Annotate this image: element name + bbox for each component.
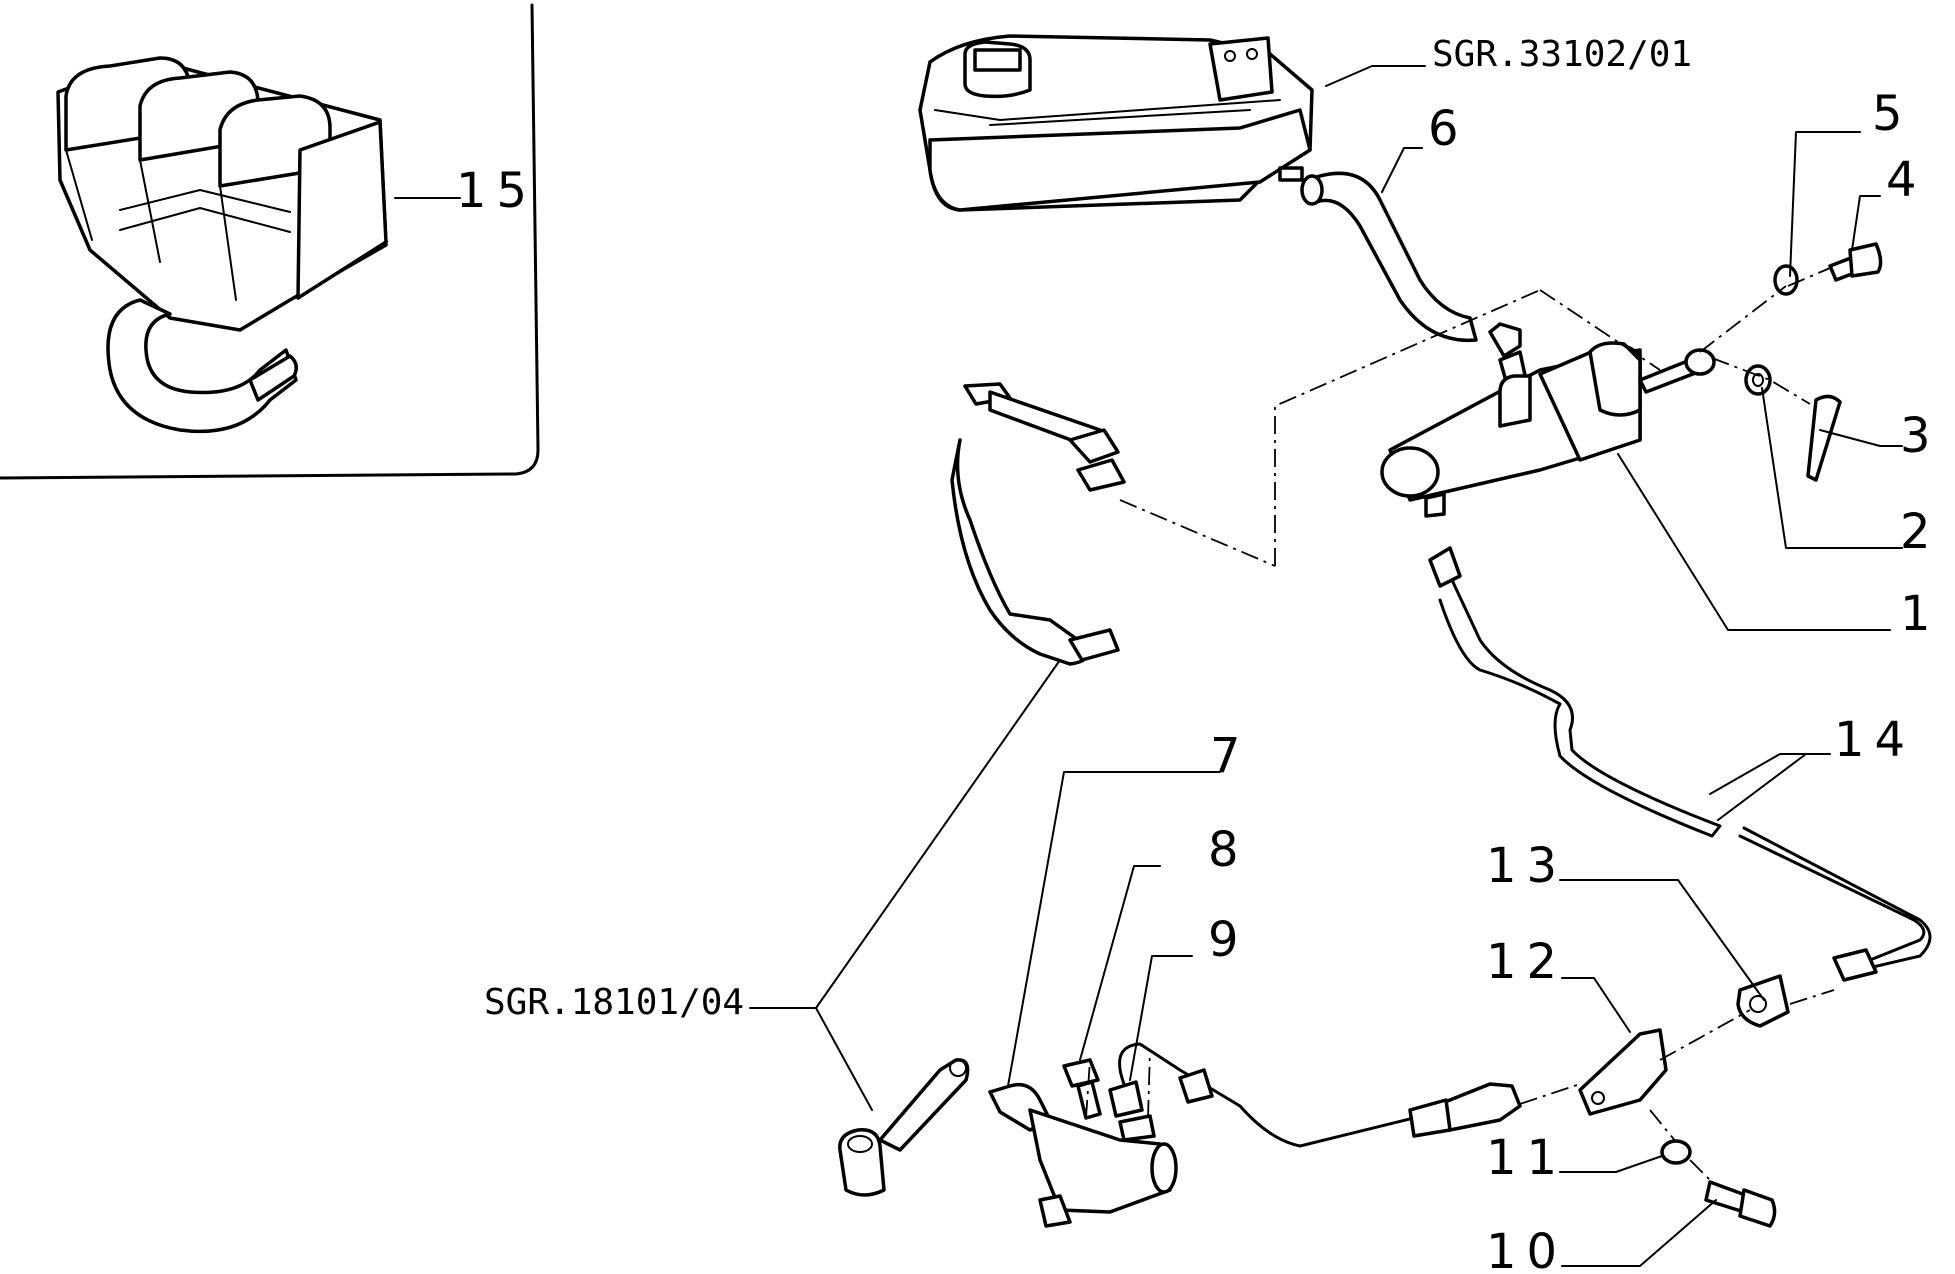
callout-14: 14: [1834, 712, 1915, 768]
part-7-slave-cylinder: [988, 1082, 1178, 1228]
callout-6: 6: [1428, 101, 1469, 157]
part-11-washer: [1660, 1139, 1692, 1165]
part-14-rigid-pipe: [1428, 546, 1932, 982]
part-6-supply-hose: [1300, 171, 1478, 343]
callout-8: 8: [1208, 822, 1249, 878]
callout-4: 4: [1886, 152, 1927, 208]
callout-5: 5: [1872, 86, 1913, 142]
part-10-bolt: [1704, 1180, 1777, 1228]
reference-pedal: SGR.18101/04: [484, 982, 744, 1023]
part-1-master-cylinder: [1380, 322, 1716, 518]
callout-7: 7: [1210, 728, 1251, 784]
part-8-bleed-screw: [1062, 1058, 1102, 1120]
callout-2: 2: [1900, 504, 1941, 560]
part-12-bracket: [1578, 1028, 1668, 1116]
callout-10: 10: [1486, 1224, 1567, 1274]
assembly-dash-lines: [1085, 267, 1835, 1185]
leader-lines: [394, 65, 1903, 1267]
callout-1: 1: [1900, 586, 1941, 642]
callout-12: 12: [1486, 934, 1567, 990]
part-3-split-pin: [1806, 394, 1842, 482]
part-9-flexible-hose: [1108, 1042, 1522, 1148]
part-13-retaining-clip: [1736, 974, 1790, 1028]
callout-15: 15: [456, 163, 537, 219]
part-15-pipe-clip: [56, 56, 388, 434]
pedal-link-rod: [838, 1058, 970, 1197]
callout-13: 13: [1486, 838, 1567, 894]
clutch-pedal-assembly: [950, 382, 1126, 666]
part-4-bolt: [1828, 242, 1883, 282]
inset-panel: [0, 3, 540, 480]
callout-labels: 15 6 5 4 3 2 1 14 7 8 9 13 12 11 10 SGR.…: [456, 34, 1941, 1274]
part-5-washer: [1773, 264, 1799, 296]
fluid-reservoir: [918, 34, 1314, 212]
callout-9: 9: [1208, 912, 1249, 968]
callout-3: 3: [1900, 408, 1941, 464]
callout-11: 11: [1486, 1130, 1567, 1186]
part-2-washer: [1744, 364, 1772, 396]
reference-reservoir: SGR.33102/01: [1432, 34, 1692, 75]
